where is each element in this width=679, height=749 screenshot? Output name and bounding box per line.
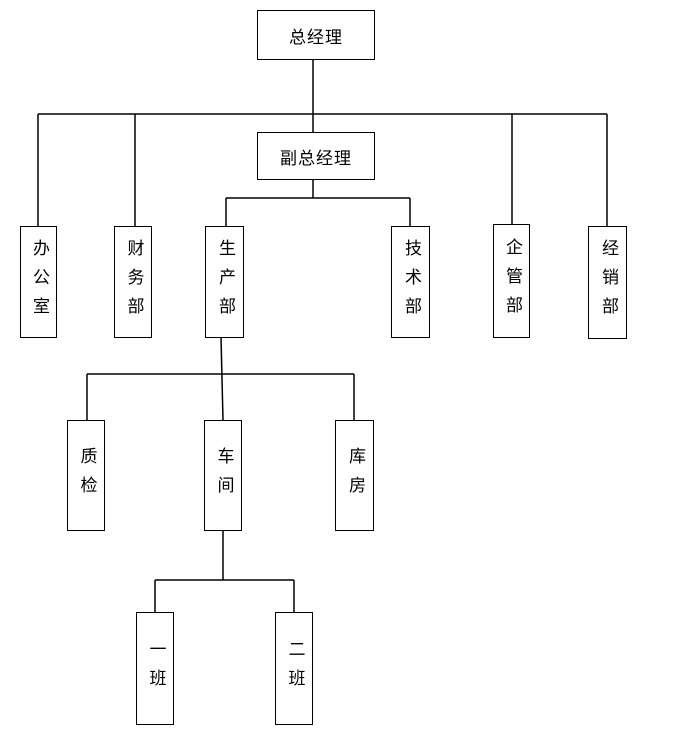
node-label: 总经理: [289, 27, 343, 48]
node-label: 技术部: [401, 238, 421, 326]
node-label: 财务部: [123, 238, 144, 326]
node-label: 质检: [76, 446, 97, 505]
node-label: 生产部: [215, 238, 235, 326]
node-warehouse: 库房: [335, 420, 374, 531]
node-technology: 技术部: [391, 226, 430, 338]
node-label: 车间: [213, 446, 234, 505]
node-label: 二班: [284, 639, 305, 698]
node-label: 一班: [145, 639, 166, 698]
node-label: 副总经理: [280, 148, 352, 169]
node-team-one: 一班: [136, 612, 174, 725]
node-enterprise-management: 企管部: [493, 224, 530, 338]
node-team-two: 二班: [275, 612, 313, 725]
node-workshop: 车间: [204, 420, 242, 531]
node-general-manager: 总经理: [257, 10, 375, 60]
node-office: 办公室: [20, 226, 57, 338]
node-vice-general-manager: 副总经理: [257, 132, 375, 180]
node-label: 企管部: [502, 237, 522, 325]
node-label: 办公室: [29, 238, 49, 326]
node-production: 生产部: [205, 226, 244, 338]
node-label: 经销部: [598, 239, 618, 326]
node-finance: 财务部: [114, 226, 152, 338]
node-sales: 经销部: [588, 226, 627, 339]
node-quality-inspection: 质检: [67, 420, 105, 531]
node-label: 库房: [345, 446, 365, 505]
connector-production-trunk: [220, 336, 224, 421]
